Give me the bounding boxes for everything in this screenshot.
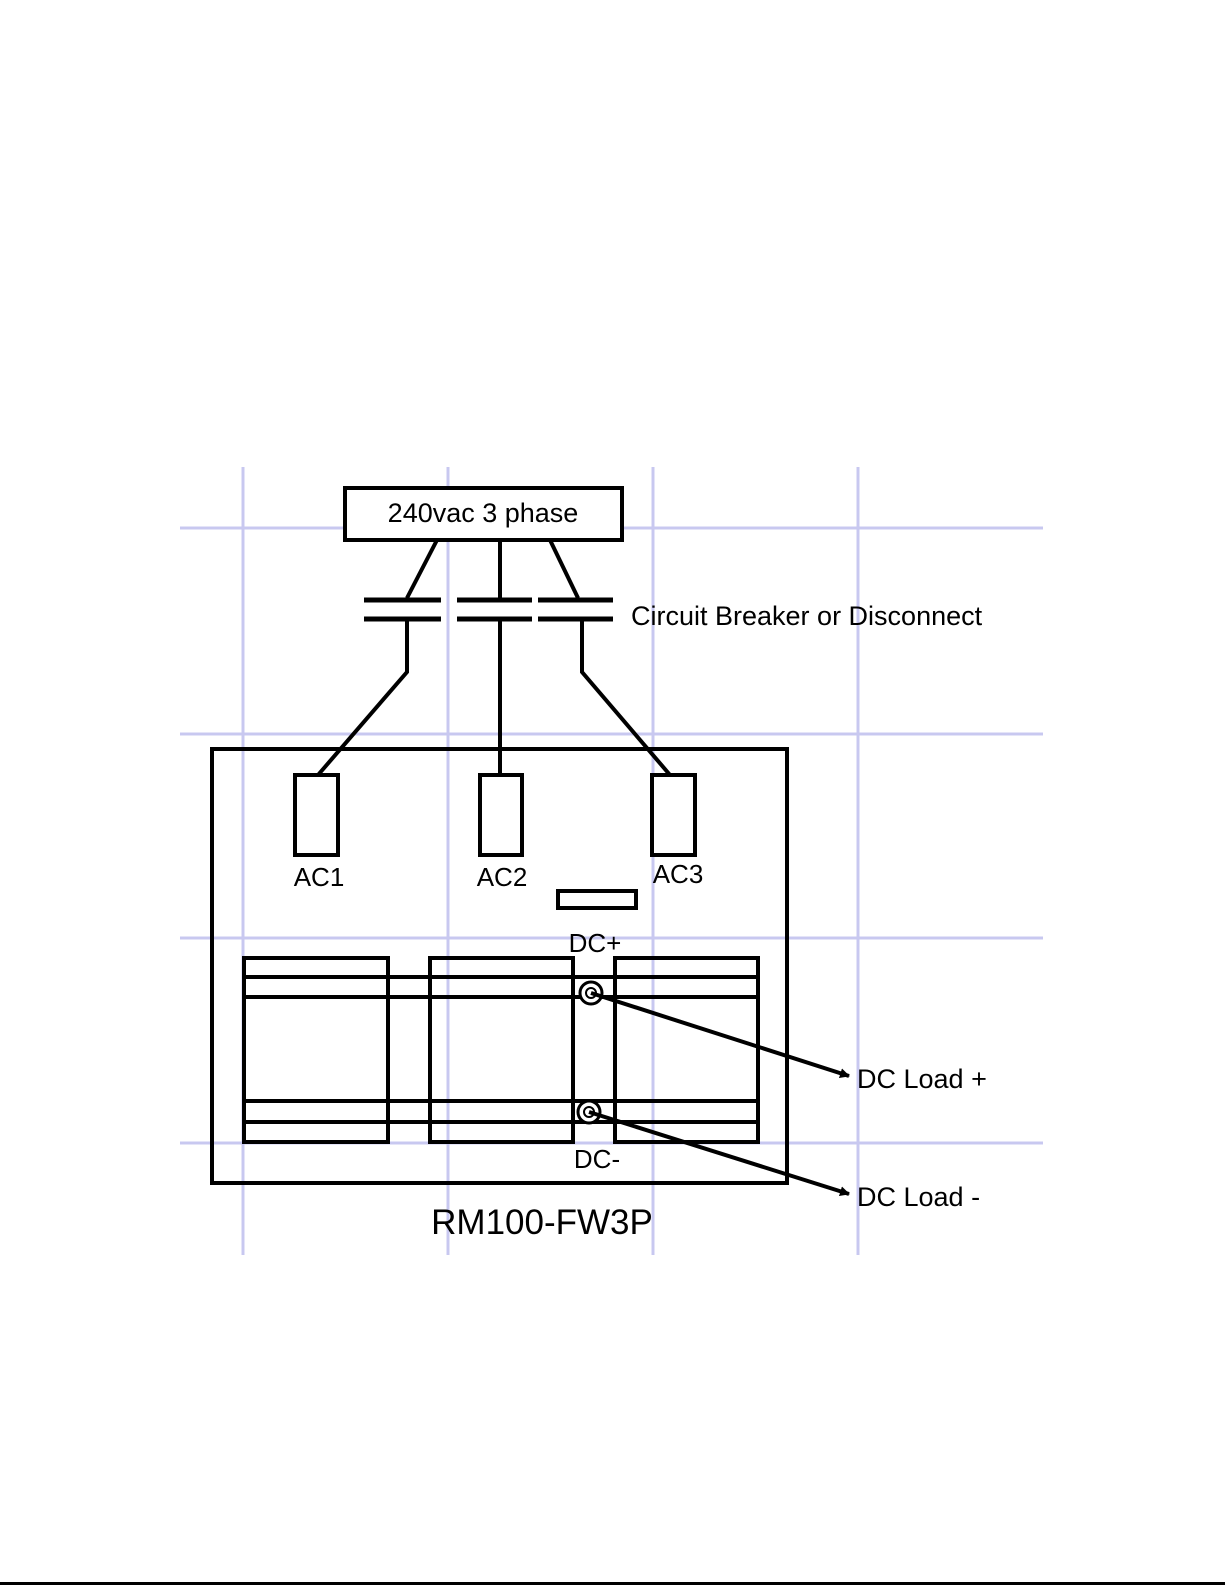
ac2-terminal xyxy=(480,775,522,855)
dc-load-plus-arrow xyxy=(591,993,849,1076)
ac2-label: AC2 xyxy=(477,862,528,892)
ac3-label: AC3 xyxy=(653,859,704,889)
ac1-terminal xyxy=(295,775,338,855)
dc-load-plus-label: DC Load + xyxy=(857,1064,987,1094)
dc-plus-label: DC+ xyxy=(569,928,622,958)
dc-bus-rails xyxy=(244,977,758,1122)
ac-wires xyxy=(318,621,670,775)
rectifier-blocks xyxy=(244,958,758,1142)
circuit-breaker-symbol xyxy=(364,600,613,619)
dc-load-minus-label: DC Load - xyxy=(857,1182,980,1212)
power-source-label: 240vac 3 phase xyxy=(388,498,579,528)
device-model-label: RM100-FW3P xyxy=(431,1203,653,1242)
breaker-label: Circuit Breaker or Disconnect xyxy=(631,601,983,631)
background-grid xyxy=(180,467,1043,1255)
dc-minus-label: DC- xyxy=(574,1144,620,1174)
ac3-terminal xyxy=(652,775,695,855)
dc-bus-bar xyxy=(558,891,636,908)
feeder-wires xyxy=(407,540,578,598)
ac1-label: AC1 xyxy=(294,862,345,892)
